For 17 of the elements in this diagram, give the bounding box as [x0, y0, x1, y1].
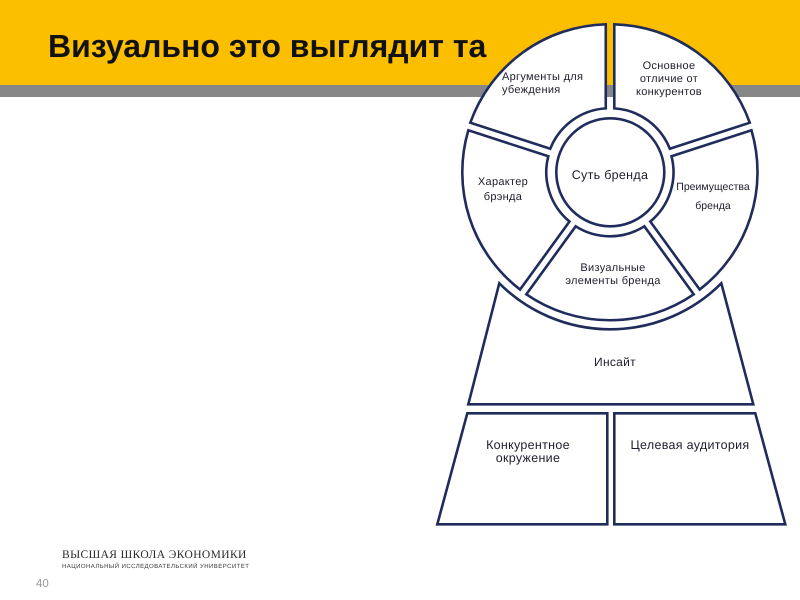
- node-label: Характер брэнда: [476, 174, 529, 205]
- node-label: Визуальные элементы бренда: [564, 262, 662, 288]
- node-label: Инсайт: [593, 356, 636, 370]
- trapezoid-block: [436, 412, 608, 526]
- node-label: Основное отличие от конкурентов: [635, 60, 702, 100]
- node-label: Целевая аудитория: [630, 439, 750, 452]
- node-label: Суть бренда: [570, 169, 649, 182]
- wheel-segment: [612, 22, 751, 150]
- core-circle: [554, 116, 666, 228]
- trapezoid-block: [612, 412, 786, 526]
- wheel-segment: [524, 224, 696, 322]
- node-label: Конкурентное окружение: [485, 438, 570, 465]
- university-name: ВЫСШАЯ ШКОЛА ЭКОНОМИКИ: [62, 549, 247, 562]
- node-label: Преимущества бренда: [675, 180, 750, 214]
- node-label: Аргументы для убеждения: [502, 70, 584, 97]
- slide-title: Визуально это выглядит та: [48, 27, 486, 65]
- page-number: 40: [36, 578, 49, 592]
